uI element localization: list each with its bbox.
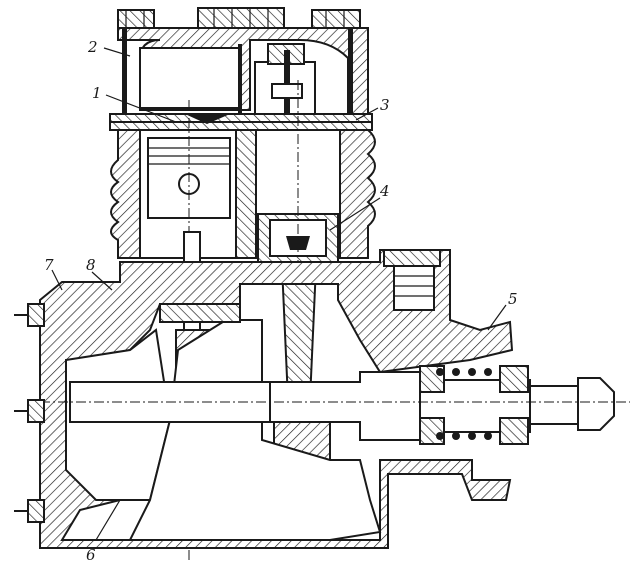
callout-8: 8	[86, 256, 96, 274]
cylinder-head	[117, 7, 369, 164]
callout-2: 2	[87, 38, 98, 56]
callout-4: 4	[379, 182, 390, 200]
right-piston	[257, 80, 339, 500]
callout-3: 3	[380, 96, 390, 114]
crankshaft	[40, 365, 630, 445]
callout-1: 1	[92, 84, 102, 102]
discharge-fitting	[383, 249, 441, 311]
callout-6: 6	[86, 546, 96, 564]
callout-5: 5	[508, 290, 518, 308]
side-bolts	[14, 303, 45, 523]
valve-plate	[109, 113, 373, 131]
callout-leaders	[51, 47, 507, 541]
callout-7: 7	[44, 256, 54, 274]
